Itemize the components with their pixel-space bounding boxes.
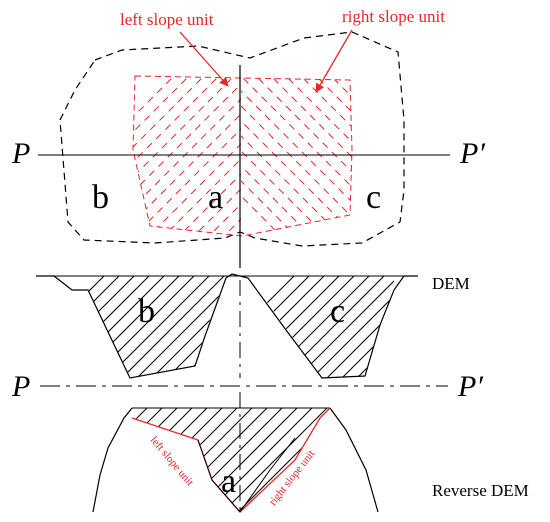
- section-line-bottom-group: P P′: [11, 370, 483, 403]
- region-a-label-bottom: a: [221, 463, 236, 500]
- watershed-outline-dashed: [59, 31, 405, 247]
- section-p-label-bottom: P: [11, 370, 30, 403]
- section-p-prime-label-top: P′: [459, 137, 485, 170]
- region-b-label-top: b: [92, 179, 109, 216]
- slope-unit-region-outline: [132, 75, 353, 237]
- reverse-dem-profile: a left slope unit right slope unit Rever…: [92, 392, 529, 513]
- left-slope-unit-label-bottom: left slope unit: [148, 434, 196, 488]
- region-b-label-mid: b: [138, 293, 155, 330]
- region-c-label-top: c: [366, 179, 381, 216]
- dem-label: DEM: [432, 274, 470, 293]
- section-p-prime-label-bottom: P′: [457, 370, 483, 403]
- reverse-dem-terrain-right: [329, 407, 379, 513]
- right-slope-hatch: [241, 76, 352, 236]
- dem-profile: DEM b c: [36, 273, 470, 379]
- region-c-label-mid: c: [330, 293, 345, 330]
- top-plan-view: left slope unit right slope unit P P′ a …: [11, 7, 485, 268]
- reverse-dem-terrain-left: [92, 407, 133, 513]
- right-slope-unit-label-bottom: right slope unit: [267, 448, 317, 508]
- right-slope-unit-label-top: right slope unit: [342, 7, 445, 26]
- region-a-label-top: a: [208, 179, 223, 216]
- dem-terrain-profile: [36, 273, 418, 379]
- section-p-label-top: P: [11, 137, 30, 170]
- left-slope-hatch: [133, 76, 241, 236]
- reverse-dem-label: Reverse DEM: [432, 481, 529, 500]
- right-slope-arrow: [315, 29, 353, 93]
- reverse-dem-inner-profile: [197, 437, 296, 513]
- left-slope-arrow: [179, 31, 229, 87]
- left-slope-unit-label-top: left slope unit: [120, 10, 214, 29]
